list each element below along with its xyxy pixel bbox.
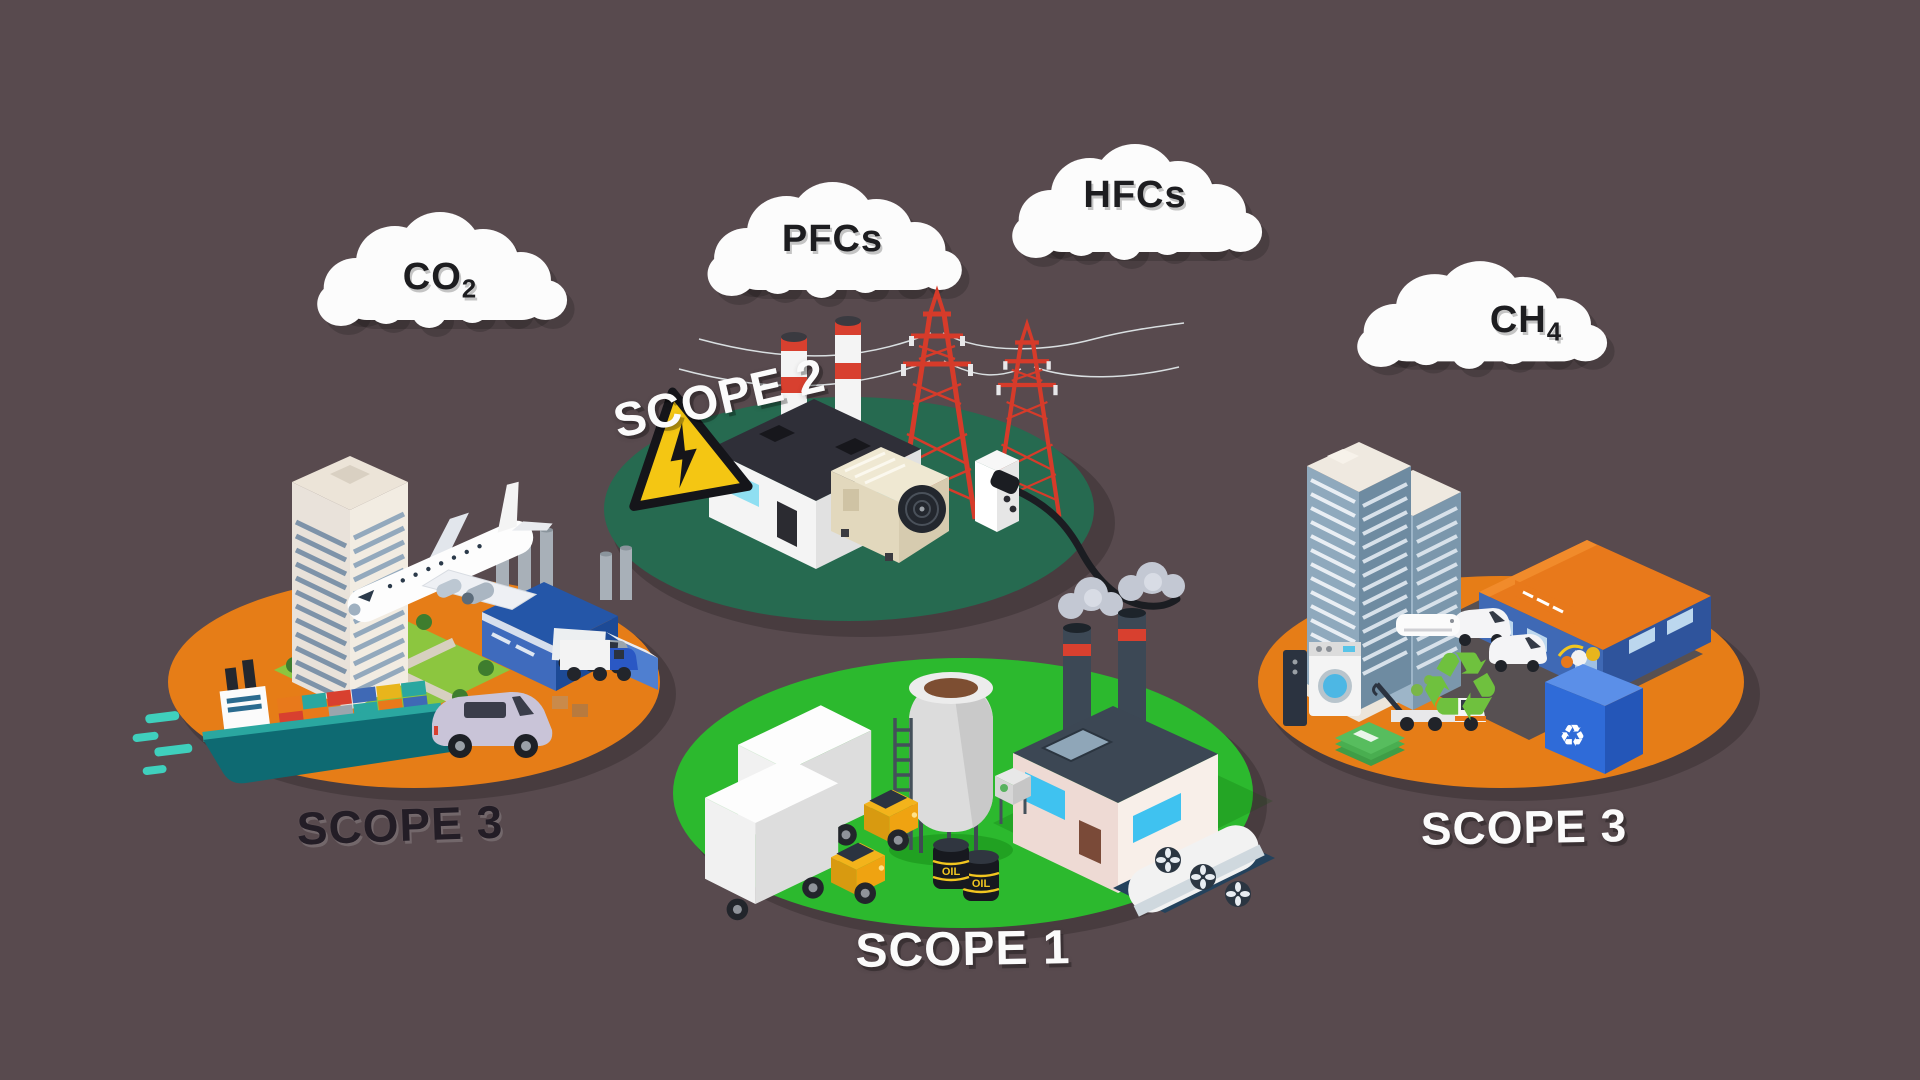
recycle-arrows-icon: ♻	[1417, 634, 1503, 741]
minivan-icon	[432, 691, 553, 758]
power-plug-icon	[975, 450, 1181, 610]
recycle-symbol-icon: ♻	[1559, 720, 1586, 753]
storage-tank-fans-icon	[1113, 825, 1275, 917]
gas-label-pfcs: PFCs	[690, 218, 975, 267]
cloud-pfcs: PFCs	[690, 170, 975, 310]
scope1-scene: OIL OIL	[673, 562, 1275, 941]
gas-label-ch4: CH4	[1340, 299, 1666, 348]
money-stack-icon	[1335, 722, 1405, 766]
gas-formula: CO	[402, 256, 462, 298]
scope3-right-scene: ♻ ♻	[1258, 442, 1760, 801]
gas-label-hfcs: HFCs	[995, 174, 1305, 223]
cloud-co2: CO2	[300, 200, 580, 340]
scope3-left-scene	[132, 456, 676, 801]
oil-barrels-icon: OIL OIL	[932, 838, 1000, 901]
container-ship-icon	[132, 659, 469, 784]
scope1-label: SCOPE 1	[855, 921, 1071, 978]
scope3-right-label: SCOPE 3	[1420, 799, 1628, 855]
scope3-left-label: SCOPE 3	[295, 795, 505, 855]
office-skyscraper-icon	[292, 456, 408, 710]
washing-machine-icon	[1283, 642, 1361, 726]
pump-meter-icon	[995, 768, 1031, 824]
van-icon	[1489, 634, 1547, 672]
smokestack-icon	[1118, 608, 1146, 728]
scope2-scene	[604, 285, 1185, 637]
oil-label: OIL	[942, 866, 961, 878]
smoke-plumes-icon	[1058, 562, 1185, 619]
motion-dashes-icon	[132, 711, 193, 776]
gas-formula: CH	[1489, 299, 1547, 342]
air-conditioner-icon	[831, 447, 949, 563]
gas-label-co2: CO2	[300, 256, 606, 305]
cloud-hfcs: HFCs	[995, 132, 1275, 272]
gas-subscript: 4	[1546, 316, 1563, 347]
gas-formula: PFCs	[781, 217, 884, 260]
transmission-tower-icon	[896, 285, 978, 520]
cloud-ch4: CH4	[1340, 250, 1620, 380]
transmission-tower-icon	[992, 318, 1062, 518]
delivery-truck-icon	[560, 640, 638, 681]
recycling-bin-icon: ♻	[1545, 644, 1643, 774]
airplane-icon	[347, 481, 553, 623]
oil-label: OIL	[972, 878, 991, 890]
high-voltage-warning-icon	[629, 387, 753, 511]
factory-icon	[1013, 562, 1275, 917]
gas-subscript: 2	[461, 273, 478, 304]
air-conditioner-icon	[1396, 614, 1460, 636]
tow-truck-icon	[1372, 682, 1486, 731]
gas-formula: HFCs	[1083, 174, 1187, 216]
